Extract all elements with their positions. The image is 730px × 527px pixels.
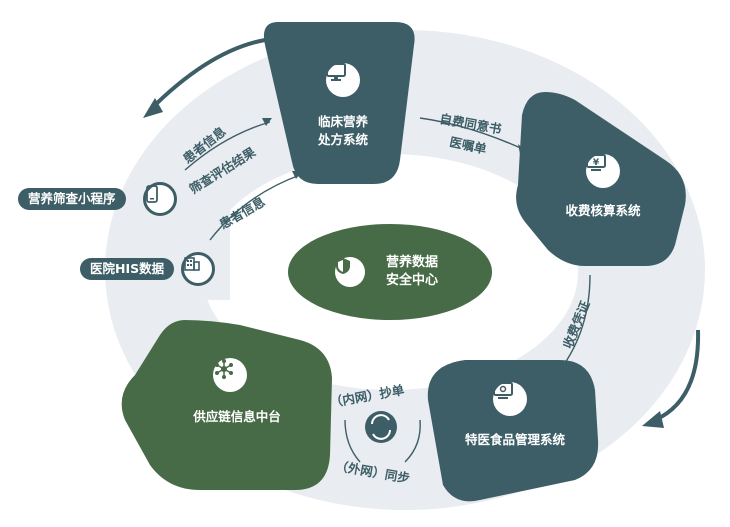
arrowhead-outer-top-left <box>143 98 163 118</box>
arrow-outer-top-left <box>148 38 266 112</box>
network-hub-icon <box>213 358 247 392</box>
hospital-icon <box>181 252 215 286</box>
node-label-supply-chain: 供应链信息中台 <box>193 409 281 424</box>
flow-arrow-sync-left <box>344 419 361 463</box>
node-shape-special-food <box>427 360 599 502</box>
node-shape-clinical <box>263 22 415 184</box>
node-label-clinical: 临床营养 处方系统 <box>317 114 369 147</box>
arrowhead-outer-bottom-right <box>642 411 664 428</box>
settings-monitor-icon <box>493 382 527 416</box>
shield-icon <box>335 257 365 287</box>
phone-icon <box>143 182 177 216</box>
node-label-special-food: 特医食品管理系统 <box>464 432 566 447</box>
center-label: 营养数据 安全中心 <box>385 255 439 288</box>
arrow-outer-bottom-right <box>654 329 701 422</box>
node-shape-supply-chain <box>121 320 333 490</box>
center-ellipse <box>288 224 492 320</box>
billing-monitor-icon: ¥ <box>586 154 620 188</box>
flow-arrowhead-screening <box>262 118 272 126</box>
flow-arrow-his <box>209 174 301 241</box>
flow-arrow-screening <box>184 121 271 171</box>
flow-arrow-consent <box>419 117 526 151</box>
node-label-billing: 收费核算系统 <box>565 203 641 218</box>
svg-text:¥: ¥ <box>593 158 600 168</box>
monitor-icon <box>326 63 360 97</box>
sync-icon-arrows <box>371 414 391 440</box>
source-pill-his: 医院HIS数据 <box>80 258 175 280</box>
flow-arrow-sync-right <box>404 419 421 463</box>
source-pill-screening: 营养筛查小程序 <box>18 188 126 210</box>
